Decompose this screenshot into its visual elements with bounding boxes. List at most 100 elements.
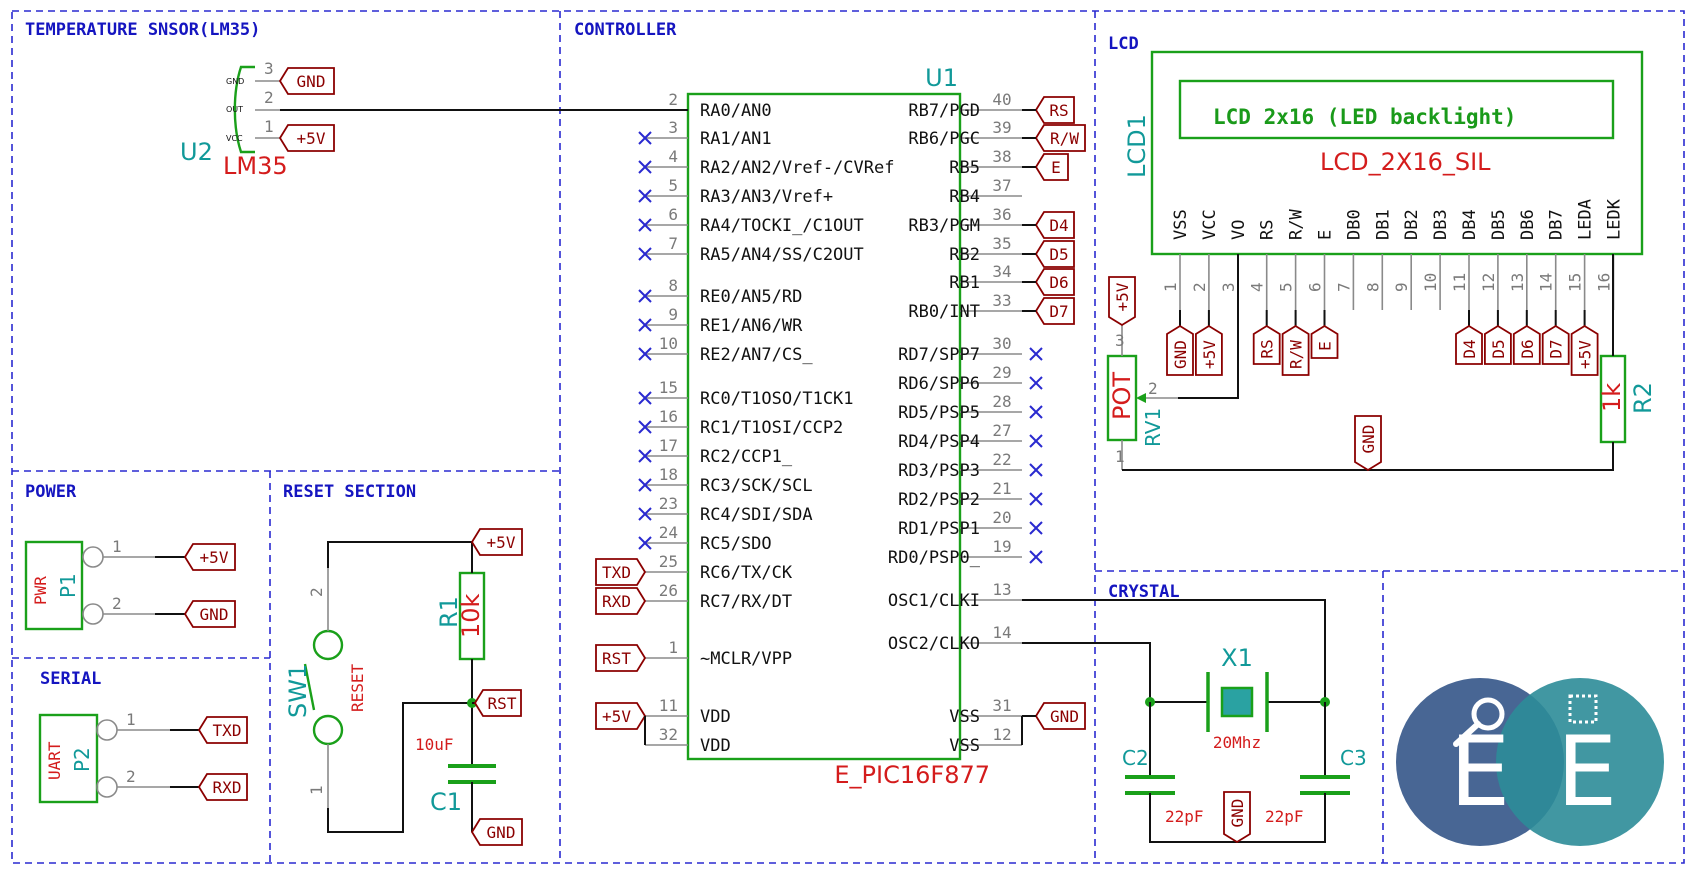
net-label-5v: +5V: [183, 543, 236, 571]
wire-lcd-vo: [1178, 254, 1239, 399]
section-borders: [11, 10, 1685, 864]
net-label-text: D6: [1049, 273, 1068, 292]
u1-pin-name: RB3/PGM: [908, 216, 980, 236]
no-connect-icon: [1029, 347, 1043, 361]
u2-pin-number: 2: [264, 88, 274, 107]
c1-capacitor: 10uF C1: [415, 735, 496, 816]
lcd1-pin-name: DB3: [1431, 209, 1451, 240]
u1-pin-number: 27: [992, 421, 1011, 440]
net-label-text: +5V: [1113, 282, 1132, 311]
sw1-reference: SW1: [284, 664, 312, 718]
sw1-value: RESET: [348, 663, 367, 712]
u1-pin-name: RA2/AN2/Vref-/CVRef: [700, 158, 894, 178]
u1-pin-number: 30: [992, 334, 1011, 353]
p1-reference: P1: [56, 573, 80, 598]
u2-pin-number: 3: [264, 59, 274, 78]
net-label-d4: D4: [1455, 324, 1483, 365]
lcd1-pin-number: 13: [1508, 273, 1527, 292]
u1-pin-name: RB6/PGC: [908, 129, 980, 149]
lcd1-pin-name: DB4: [1460, 209, 1480, 240]
section-title-reset: RESET SECTION: [283, 482, 416, 502]
net-label-5v: +5V: [595, 702, 647, 730]
net-label-5v: +5V: [278, 124, 335, 152]
u1-pin-number: 11: [659, 696, 678, 715]
lcd1-pin-number: 12: [1479, 273, 1498, 292]
u1-pin-name: RC4/SDI/SDA: [700, 505, 813, 525]
u1-pin-number: 4: [668, 147, 678, 166]
net-label-text: D5: [1049, 245, 1068, 264]
lcd1-pin-name: R/W: [1287, 209, 1307, 240]
u1-pin-name: RE2/AN7/CS_: [700, 345, 813, 365]
u1-pin-number: 37: [992, 176, 1011, 195]
net-label-text: +5V: [487, 533, 516, 552]
u1-pin-number: 14: [992, 623, 1011, 642]
net-label-rst: RST: [595, 644, 647, 672]
u1-value: E_PIC16F877: [834, 761, 990, 789]
net-label-5v: +5V: [1108, 276, 1136, 327]
sw1-reset-switch: 2 1 SW1 RESET: [284, 568, 367, 808]
lcd1-pin-number: 10: [1421, 273, 1440, 292]
u1-pin-name: RB0/INT: [908, 302, 980, 322]
u1-pin-number: 25: [659, 552, 678, 571]
u1-pin-number: 29: [992, 363, 1011, 382]
sw1-pin-number: 2: [307, 587, 326, 597]
rv1-wiper-arrow: [1136, 393, 1146, 403]
u1-pin-name: ~MCLR/VPP: [700, 649, 792, 669]
net-label-5v: +5V: [1195, 324, 1223, 376]
u1-pin-name: VSS: [949, 707, 980, 727]
no-connect-icon: [638, 131, 652, 145]
u1-pin-number: 7: [668, 234, 678, 253]
rv1-pin-number: 2: [1148, 379, 1158, 398]
lcd1-pin-name: VSS: [1171, 209, 1191, 240]
net-label-text: RST: [602, 649, 631, 668]
net-label-text: +5V: [200, 548, 229, 567]
lcd1-pin-number: 9: [1392, 282, 1411, 292]
u1-pin-name: RB2: [949, 245, 980, 265]
u1-pin-name: RD0/PSP0_: [888, 548, 981, 568]
lcd1-screen: [1178, 79, 1615, 140]
section-title-power: POWER: [25, 482, 77, 502]
lcd1-pin-name: VO: [1229, 220, 1249, 240]
net-label-d4: D4: [1034, 211, 1075, 239]
net-label-d6: D6: [1034, 268, 1075, 296]
p1-body: [24, 540, 84, 631]
u1-pin-number: 38: [992, 147, 1011, 166]
net-label-gnd: GND: [183, 600, 236, 628]
c3-reference: C3: [1340, 746, 1367, 770]
c3-value: 22pF: [1265, 807, 1304, 826]
net-label-text: D7: [1547, 339, 1566, 358]
net-label-gnd: GND: [470, 818, 523, 846]
u1-pin-number: 16: [659, 407, 678, 426]
u1-pin-name: RC3/SCK/SCL: [700, 476, 813, 496]
c3-capacitor: C3 22pF: [1265, 746, 1367, 826]
u2-temperature-sensor: GND OUT VCC 3 2 1 U2 LM35 GND +5V: [180, 59, 335, 180]
sw1-contact-bottom: [312, 714, 344, 746]
net-label-gnd: GND: [278, 67, 335, 95]
u1-pin-name: RA5/AN4/SS/C2OUT: [700, 245, 864, 265]
x1-body: [1220, 686, 1254, 718]
lcd1-pin-number: 11: [1450, 273, 1469, 292]
u1-pin-number: 33: [992, 291, 1011, 310]
u2-value: LM35: [223, 152, 288, 180]
u1-pin-name: RB1: [949, 273, 980, 293]
ee-logo: E E: [1396, 678, 1664, 846]
u1-pin-number: 9: [668, 305, 678, 324]
net-label-text: D6: [1518, 339, 1537, 358]
r2-reference: R2: [1629, 382, 1657, 414]
logo-letter-left: E: [1450, 716, 1511, 828]
lcd1-pin-name: LEDK: [1605, 198, 1625, 240]
